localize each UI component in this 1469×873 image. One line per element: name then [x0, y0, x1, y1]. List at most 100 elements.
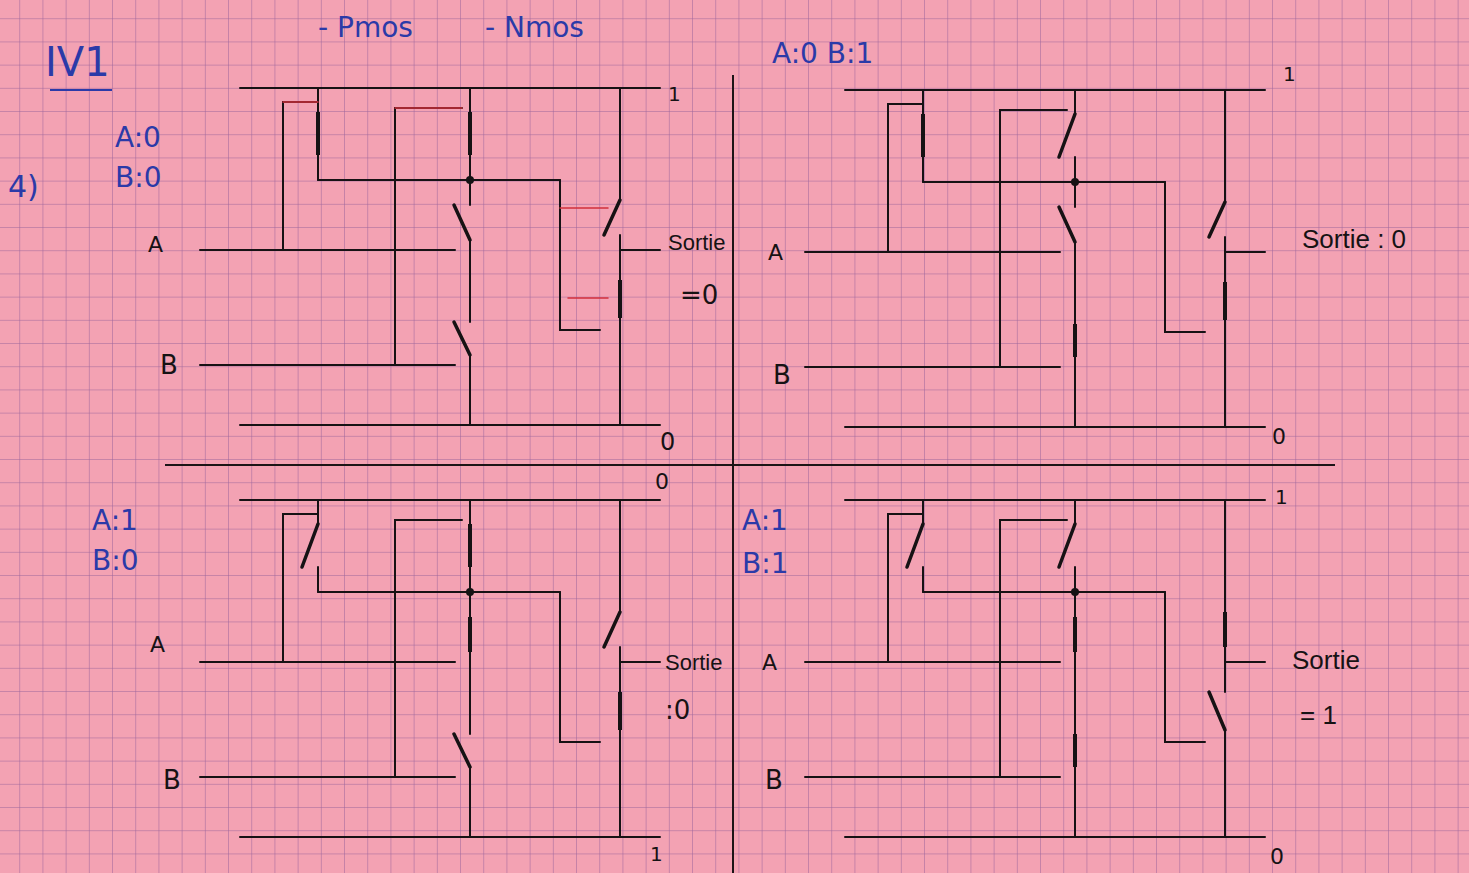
- wire: [240, 836, 660, 838]
- wire: [1224, 252, 1226, 427]
- wire: [845, 89, 1265, 91]
- wire: [1000, 520, 1067, 777]
- wire: [888, 104, 923, 252]
- wire: [469, 250, 471, 322]
- open-switch: [302, 524, 318, 567]
- handwritten-label: B:1: [742, 550, 788, 578]
- handwritten-label: = 1: [1300, 702, 1337, 728]
- wire: [1225, 251, 1265, 253]
- handwritten-label: 1: [1275, 487, 1288, 507]
- handwritten-label: A:1: [742, 507, 788, 535]
- closed-switch: [618, 280, 622, 318]
- closed-switch: [1073, 734, 1077, 767]
- closed-switch: [468, 524, 472, 567]
- wire: [888, 514, 923, 662]
- wire: [283, 514, 318, 662]
- handwritten-label: 0: [660, 430, 675, 454]
- wire: [1224, 237, 1226, 252]
- handwritten-label: A:1: [92, 507, 138, 535]
- wire: [805, 661, 1060, 663]
- handwritten-label: A: [148, 234, 163, 256]
- wire: [1074, 252, 1076, 427]
- wire: [200, 249, 455, 251]
- handwritten-label: IV1: [45, 42, 110, 82]
- handwritten-label: B:0: [92, 547, 138, 575]
- closed-switch: [1073, 324, 1077, 357]
- wire: [318, 591, 560, 593]
- panels: [200, 88, 1265, 837]
- handwritten-label: B: [773, 362, 791, 388]
- wire: [1224, 90, 1226, 202]
- wire: [469, 662, 471, 734]
- wire: [1224, 730, 1226, 837]
- handwritten-label: 1: [1283, 64, 1296, 84]
- closed-switch: [1223, 612, 1227, 647]
- wire: [845, 836, 1265, 838]
- handwritten-label: 4): [8, 172, 39, 202]
- wire: [1225, 661, 1265, 663]
- handwritten-label: 1: [668, 84, 681, 104]
- wire: [1074, 662, 1076, 837]
- wire: [619, 662, 621, 837]
- handwritten-label: A:0 B:1: [772, 40, 873, 68]
- wire: [200, 364, 455, 366]
- wire: [240, 499, 660, 501]
- open-switch: [1059, 524, 1075, 567]
- and-gate-circuit: [805, 90, 1265, 427]
- wire: [1074, 500, 1076, 524]
- wire: [469, 88, 471, 180]
- wire: [805, 366, 1060, 368]
- wire: [469, 180, 471, 205]
- handwritten-label: Sortie: [1292, 647, 1360, 673]
- wire: [469, 355, 471, 425]
- wire: [469, 767, 471, 837]
- wire: [200, 776, 455, 778]
- wire: [1074, 592, 1076, 662]
- open-switch: [454, 734, 470, 767]
- open-switch: [454, 205, 470, 240]
- closed-switch: [468, 112, 472, 155]
- handwritten-label: A:0: [115, 124, 161, 152]
- wire: [620, 661, 660, 663]
- handwritten-label: 0: [1270, 846, 1284, 868]
- wire: [560, 180, 600, 330]
- wire: [922, 567, 924, 592]
- wire: [805, 251, 1060, 253]
- wire: [1000, 110, 1067, 367]
- handwritten-label: Sortie: [668, 232, 725, 254]
- wire: [922, 500, 924, 524]
- handwritten-label: B: [160, 352, 178, 378]
- open-switch: [454, 322, 470, 355]
- open-switch: [1059, 207, 1075, 242]
- wire: [1074, 182, 1076, 207]
- wire: [845, 499, 1265, 501]
- wire: [620, 249, 660, 251]
- handwritten-label: 0: [1272, 426, 1286, 448]
- handwritten-label: B: [163, 767, 181, 793]
- handwritten-label: A: [768, 242, 783, 264]
- handwritten-label: 1: [650, 844, 663, 864]
- handwritten-label: A: [762, 652, 777, 674]
- wire: [923, 591, 1165, 593]
- wire: [283, 102, 318, 250]
- wire: [1074, 90, 1076, 114]
- wire: [619, 235, 621, 250]
- wire: [240, 87, 660, 89]
- wire: [923, 181, 1165, 183]
- handwritten-label: B: [765, 767, 783, 793]
- open-switch: [604, 612, 620, 647]
- wire: [1224, 662, 1226, 692]
- closed-switch: [468, 617, 472, 652]
- and-gate-circuit: [200, 500, 660, 837]
- wire: [317, 500, 319, 524]
- wire: [469, 592, 471, 662]
- handwritten-label: 0: [655, 471, 669, 493]
- wire: [395, 520, 462, 777]
- wire: [845, 426, 1265, 428]
- handwritten-label: - Nmos: [485, 14, 584, 42]
- open-switch: [604, 200, 620, 235]
- wire: [805, 776, 1060, 778]
- open-switch: [1059, 114, 1075, 157]
